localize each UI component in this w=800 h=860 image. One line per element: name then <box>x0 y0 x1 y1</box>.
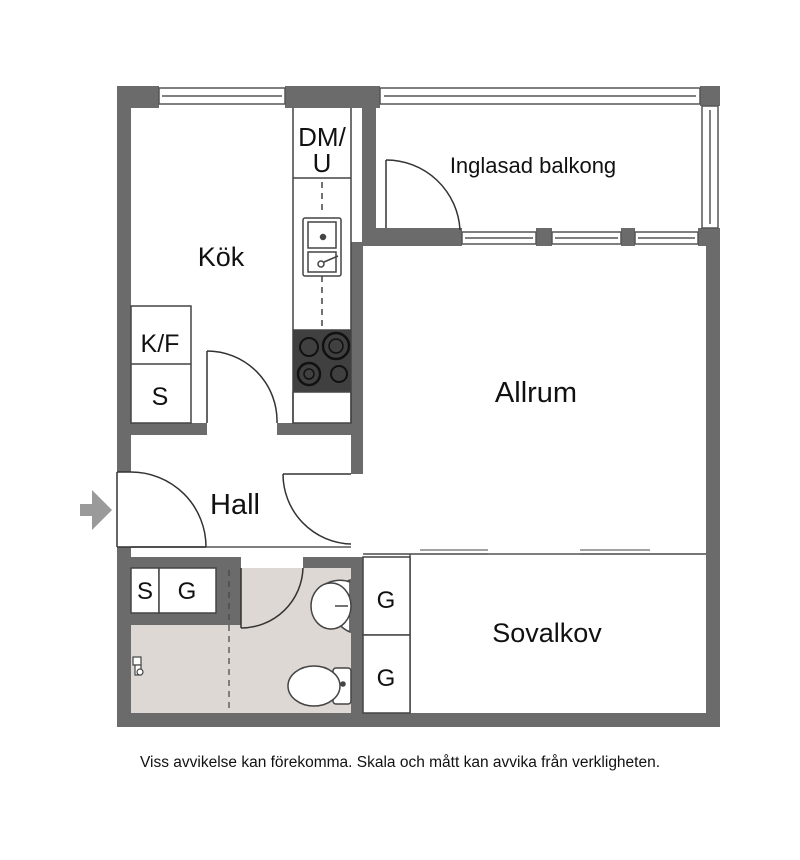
fridge-pantry-cabinet <box>130 305 192 424</box>
shower-icon <box>132 656 144 676</box>
balcony-glazing <box>379 87 719 229</box>
alcove-closet-bottom-label: G <box>377 665 396 692</box>
dishwasher-label-line1: DM/ <box>298 122 346 152</box>
entry-door <box>116 471 207 548</box>
room-label-kitchen: Kök <box>198 242 245 272</box>
disclaimer-text: Viss avvikelse kan förekomma. Skala och … <box>139 754 661 771</box>
sliding-doors <box>365 549 706 555</box>
room-label-hall: Hall <box>210 489 260 521</box>
kitchen-door <box>206 350 278 424</box>
dishwasher-label-line2: U <box>313 148 332 178</box>
stove-icon <box>293 330 351 392</box>
room-label-living: Allrum <box>495 377 577 409</box>
hall-closets <box>130 567 217 614</box>
hall-closet-s-label: S <box>137 578 153 605</box>
hall-closet-g-label: G <box>178 578 197 605</box>
alcove-closets <box>362 556 411 714</box>
living-windows <box>461 231 699 245</box>
entry-arrow-icon <box>80 490 112 530</box>
room-label-sleeping: Sovalkov <box>492 618 602 648</box>
inner-walls <box>131 242 363 713</box>
alcove-closet-top-label: G <box>377 587 396 614</box>
living-door <box>282 473 352 545</box>
washbasin-icon <box>310 578 352 634</box>
floor-plan: Kök Inglasad balkong Allrum Hall Sovalko… <box>80 86 720 727</box>
kitchen-window <box>158 87 286 105</box>
bathroom-door <box>240 567 304 629</box>
toilet-icon <box>287 665 352 707</box>
balcony-door <box>385 159 461 231</box>
sink-icon <box>302 217 342 277</box>
kitchen-pantry-label: S <box>152 383 169 411</box>
room-label-balcony: Inglasad balkong <box>450 153 616 178</box>
fridge-freezer-label: K/F <box>141 330 180 358</box>
outer-walls <box>117 86 720 727</box>
